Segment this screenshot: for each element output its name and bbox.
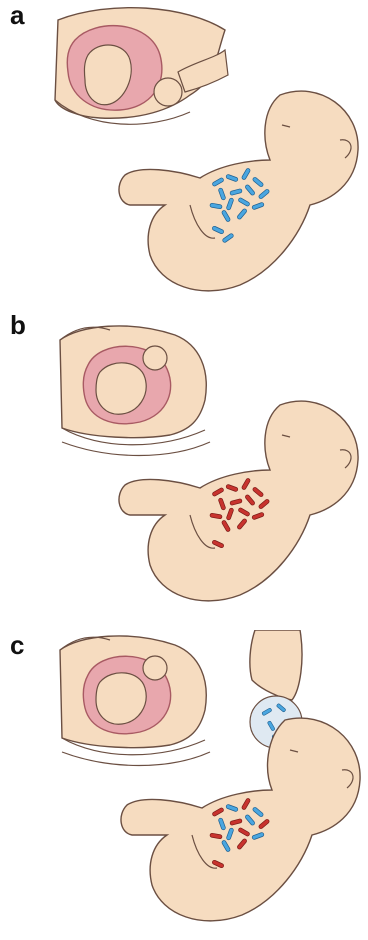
panel-c: c [0, 630, 368, 940]
fetal-head [143, 346, 167, 370]
panel-b: b [0, 310, 368, 620]
panel-b-illustration [0, 310, 368, 620]
mother-caesarean-section [60, 326, 210, 456]
crowning-head [154, 78, 182, 106]
panel-a-illustration [0, 0, 368, 300]
mother-arm [250, 630, 302, 700]
panel-c-illustration [0, 630, 368, 940]
panel-a: a [0, 0, 368, 300]
mother-caesarean-section [60, 636, 210, 766]
fetal-head [143, 656, 167, 680]
mother-vaginal-birth [55, 8, 228, 125]
